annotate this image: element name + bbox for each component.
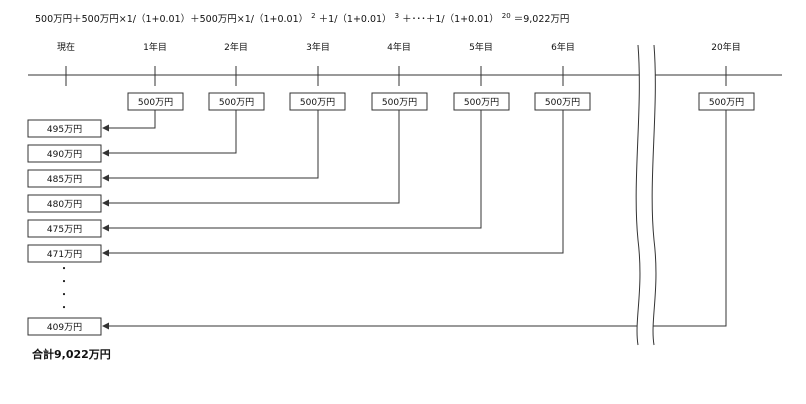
total-label: 合計9,022万円 xyxy=(32,347,111,361)
present-value-box-5: 475万円 xyxy=(27,219,102,238)
formula-part-2: ＋1/（1+0.01） xyxy=(319,13,392,25)
payment-box-year-5: 500万円 xyxy=(453,92,510,111)
arrow-year-6 xyxy=(102,110,564,257)
ellipsis-dot: ・ xyxy=(59,277,69,288)
payment-box-year-2: 500万円 xyxy=(208,92,265,111)
ellipsis-dot: ・ xyxy=(59,303,69,314)
payment-value: 500万円 xyxy=(545,97,580,108)
arrow-year-3 xyxy=(102,110,319,182)
payment-value: 500万円 xyxy=(382,97,417,108)
formula-part-3: ＋･･･＋1/（1+0.01） xyxy=(402,13,499,25)
payment-value: 500万円 xyxy=(219,97,254,108)
timeline-label-year-4: 4年目 xyxy=(387,41,411,53)
payment-box-year-1: 500万円 xyxy=(127,92,184,111)
timeline-label-year-1: 1年目 xyxy=(143,41,167,53)
present-value: 409万円 xyxy=(47,322,82,333)
payment-value: 500万円 xyxy=(300,97,335,108)
present-value-box-6: 471万円 xyxy=(27,244,102,263)
present-value-box-4: 480万円 xyxy=(27,194,102,213)
timeline-break-mask xyxy=(636,45,656,345)
present-value: 480万円 xyxy=(47,199,82,210)
payment-box-year-20: 500万円 xyxy=(698,92,755,111)
present-value: 495万円 xyxy=(47,124,82,135)
payment-box-year-3: 500万円 xyxy=(289,92,346,111)
formula-exponent-2: 2 xyxy=(311,12,315,20)
ellipsis-dot: ・ xyxy=(59,290,69,301)
arrow-year-4 xyxy=(102,110,400,207)
arrow-year-2 xyxy=(102,110,237,157)
payment-box-year-4: 500万円 xyxy=(371,92,428,111)
formula-part-1: 500万円＋500万円×1/（1+0.01）＋500万円×1/（1+0.01） xyxy=(35,13,308,25)
formula-exponent-20: 20 xyxy=(502,12,511,20)
arrow-year-1 xyxy=(102,110,156,132)
timeline-label-year-6: 6年目 xyxy=(551,41,575,53)
present-value-box-20: 409万円 xyxy=(27,317,102,336)
present-value-box-3: 485万円 xyxy=(27,169,102,188)
timeline-label-year-3: 3年目 xyxy=(306,41,330,53)
timeline-label-year-20: 20年目 xyxy=(711,41,740,53)
payment-value: 500万円 xyxy=(464,97,499,108)
present-value: 490万円 xyxy=(47,149,82,160)
timeline-break-left xyxy=(635,44,641,346)
formula-part-4: ＝9,022万円 xyxy=(514,14,570,25)
timeline-label-now: 現在 xyxy=(57,41,75,53)
timeline-label-year-2: 2年目 xyxy=(224,41,248,53)
present-value-box-2: 490万円 xyxy=(27,144,102,163)
present-value: 485万円 xyxy=(47,174,82,185)
present-value-box-1: 495万円 xyxy=(27,119,102,138)
formula-exponent-3: 3 xyxy=(395,12,399,20)
arrow-year-20 xyxy=(102,110,727,330)
payment-box-year-6: 500万円 xyxy=(534,92,591,111)
payment-value: 500万円 xyxy=(138,97,173,108)
timeline-label-year-5: 5年目 xyxy=(469,41,493,53)
ellipsis-dot: ・ xyxy=(59,264,69,275)
arrow-year-5 xyxy=(102,110,482,232)
present-value: 471万円 xyxy=(47,249,82,260)
payment-value: 500万円 xyxy=(709,97,744,108)
formula: 500万円＋500万円×1/（1+0.01）＋500万円×1/（1+0.01） … xyxy=(35,10,569,25)
timeline-break-right xyxy=(651,44,657,346)
present-value: 475万円 xyxy=(47,224,82,235)
